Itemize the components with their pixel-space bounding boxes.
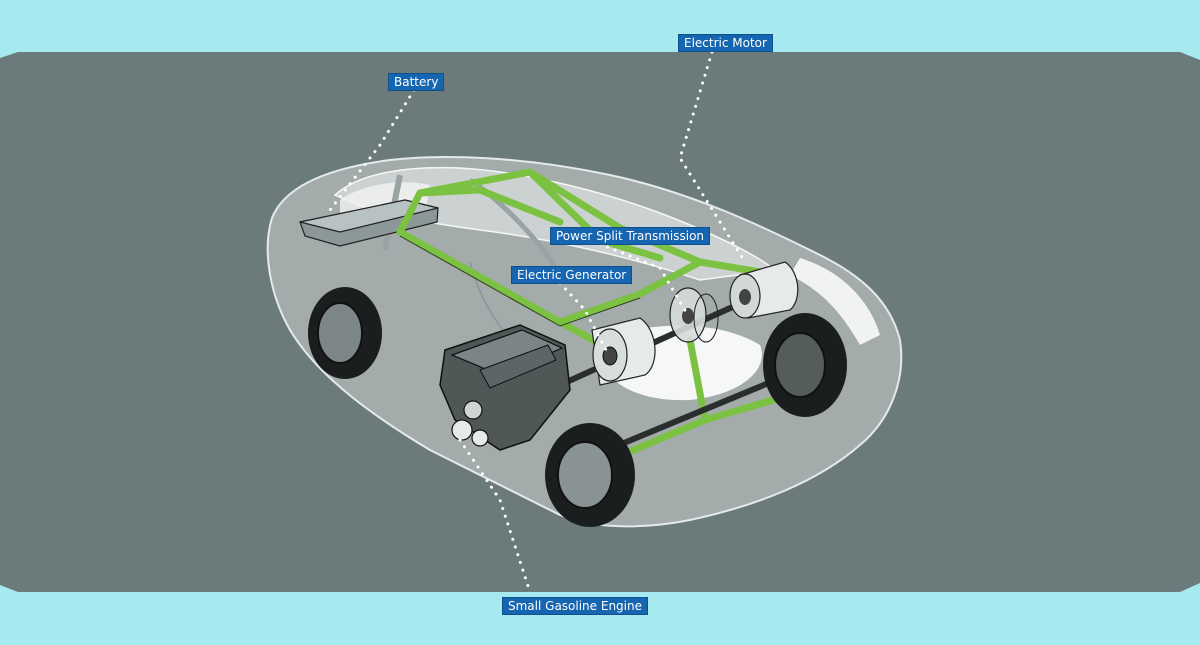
small-gasoline-engine-label: Small Gasoline Engine	[502, 597, 648, 615]
battery-pack	[299, 199, 439, 247]
power-split-transmission-label: Power Split Transmission	[550, 227, 711, 245]
rear-left-wheel	[308, 287, 382, 379]
engine-leader	[458, 438, 532, 594]
front-hood-highlight	[790, 258, 880, 345]
electric-generator-label: Electric Generator	[511, 266, 633, 284]
electric-generator-unit	[591, 317, 656, 386]
engine-block	[439, 324, 571, 451]
leader-lines	[328, 50, 747, 594]
power-path-outline	[399, 235, 641, 327]
transmission-leader	[598, 242, 688, 314]
battery-leader	[328, 88, 416, 212]
power-split-transmission-unit	[669, 287, 719, 343]
front-right-wheel	[763, 313, 847, 417]
electric-motor-unit	[729, 261, 799, 319]
electric-motor-label: Electric Motor	[678, 34, 773, 52]
car-roof-glass	[333, 166, 777, 281]
battery-label: Battery	[388, 73, 445, 91]
front-left-wheel	[545, 423, 635, 527]
